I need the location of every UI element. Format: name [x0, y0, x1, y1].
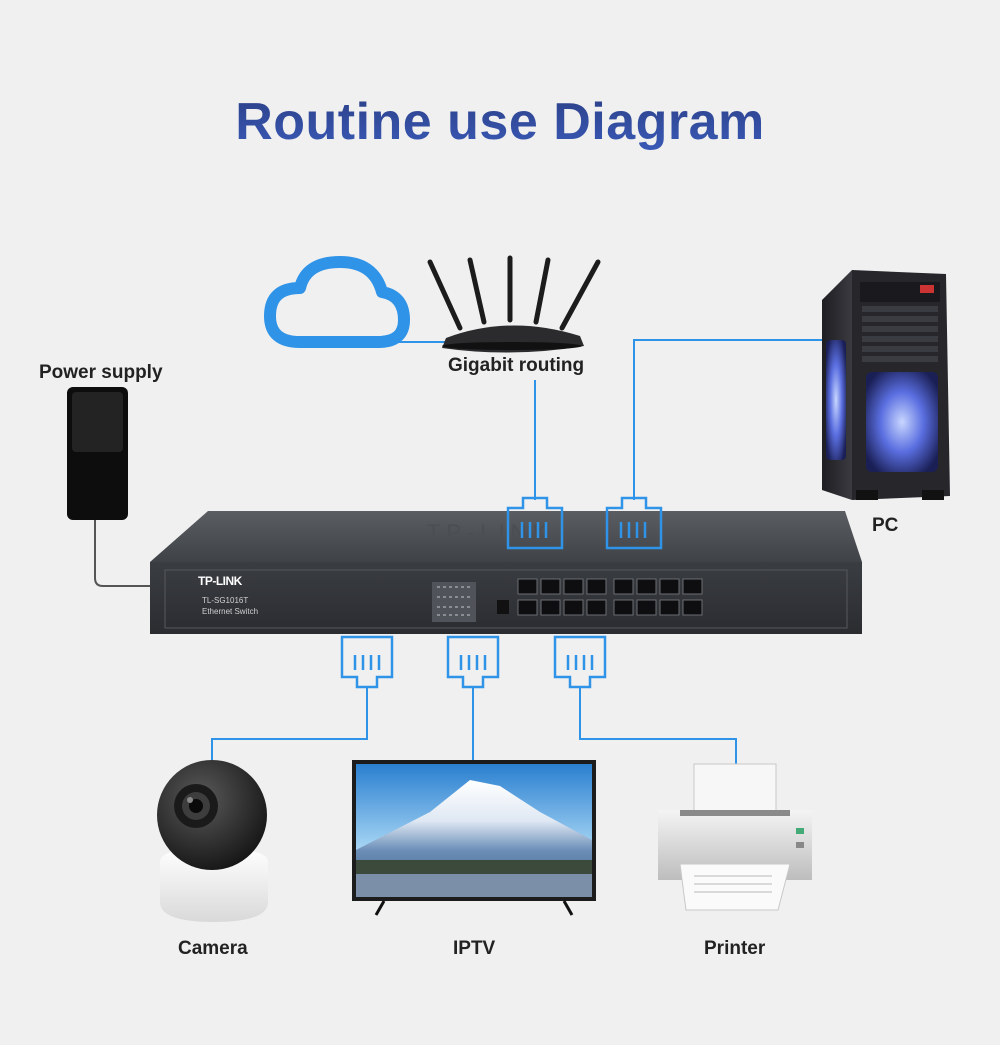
switch-ports — [517, 578, 703, 616]
ethernet-switch: TP-LINK — [150, 511, 862, 634]
printer-icon — [658, 763, 812, 911]
router-icon — [427, 255, 601, 353]
power-cable — [94, 518, 165, 587]
iptv-label: IPTV — [453, 938, 496, 959]
power-supply-icon — [67, 387, 128, 520]
power-supply-label: Power supply — [39, 362, 163, 383]
tv-icon — [352, 760, 596, 916]
camera-line — [211, 687, 368, 770]
connection-lines — [211, 339, 824, 770]
pc-label: PC — [872, 515, 899, 536]
switch-model: TL-SG1016T — [202, 596, 249, 605]
rj45-connector-icon — [340, 635, 394, 689]
pc-to-switch-line — [633, 339, 824, 500]
rj45-connectors — [340, 496, 663, 689]
rj45-connector-icon — [553, 635, 607, 689]
pc-tower-icon — [822, 270, 950, 500]
rj45-connector-icon — [506, 496, 564, 550]
cloud-icon — [264, 256, 410, 348]
switch-type: Ethernet Switch — [202, 607, 259, 616]
printer-line — [579, 687, 737, 768]
camera-icon — [157, 760, 268, 922]
switch-brand-logo: TP-LINK — [198, 574, 242, 588]
rj45-connector-icon — [446, 635, 500, 689]
svg-text:TP-LINK: TP-LINK — [427, 520, 553, 545]
rj45-connector-icon — [605, 496, 663, 550]
printer-label: Printer — [704, 938, 766, 959]
diagram-title: Routine use Diagram — [0, 92, 1000, 152]
gigabit-routing-label: Gigabit routing — [448, 355, 585, 376]
camera-label: Camera — [178, 938, 248, 959]
